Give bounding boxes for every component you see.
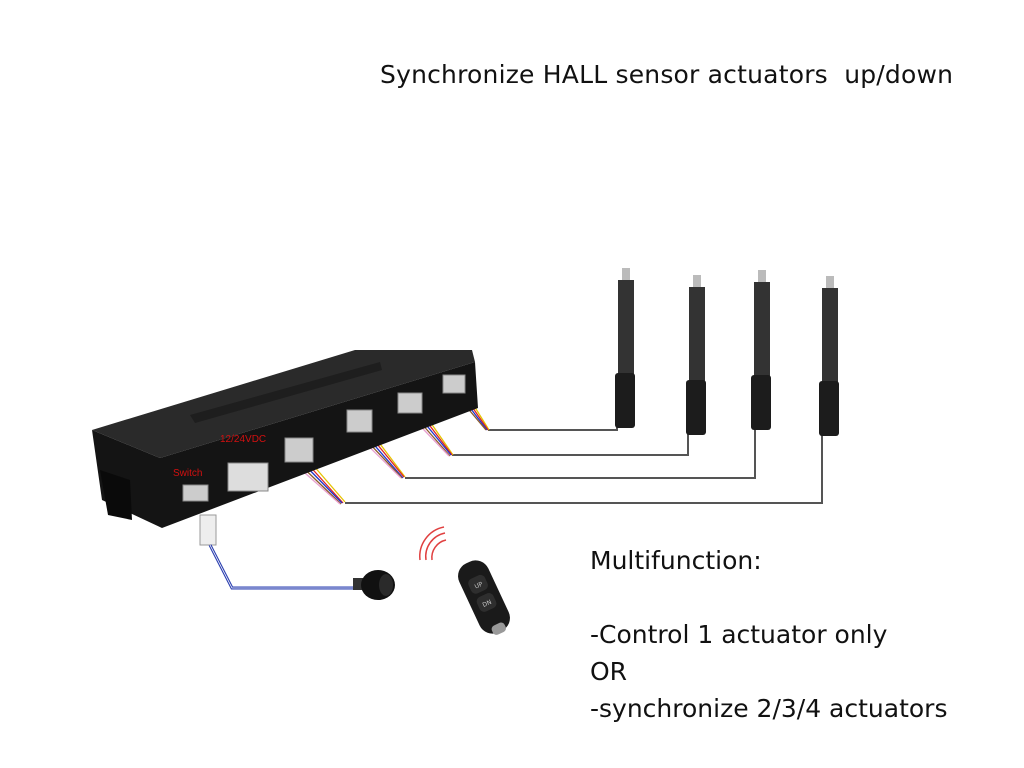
switch-label: Switch [173,468,202,479]
remote-control: UP DN [419,526,510,635]
cable-1 [345,432,823,504]
cable-4 [488,420,618,431]
actuator-3 [751,270,771,430]
remote-down-label: DN [482,599,493,609]
switch-connector [182,484,209,502]
actuator-cables [345,420,823,504]
actuators [615,268,839,436]
controller-box: Switch 12/24VDC [92,350,478,528]
channel-connector-2 [346,409,373,433]
info-line: -synchronize 2/3/4 actuators [590,694,948,723]
page-title: Synchronize HALL sensor actuators up/dow… [380,60,954,89]
switch-cable [199,514,360,590]
remote-up-label: UP [474,581,485,591]
info-block: Multifunction: -Control 1 actuator only … [590,542,947,727]
cable-2 [405,428,756,479]
signal-waves-icon [419,526,447,561]
power-label: 12/24VDC [220,434,266,445]
info-line: -Control 1 actuator only [590,620,888,649]
cable-3 [452,432,689,456]
rocker-switch [353,570,395,600]
channel-connector-3 [397,392,423,414]
channel-connector-4 [442,374,466,394]
actuator-2 [686,275,706,435]
info-line: OR [590,657,628,686]
info-heading: Multifunction: [590,546,762,575]
channel-connector-1 [284,437,314,463]
power-connector [227,462,269,492]
actuator-4 [819,276,839,436]
actuator-1 [615,268,635,428]
